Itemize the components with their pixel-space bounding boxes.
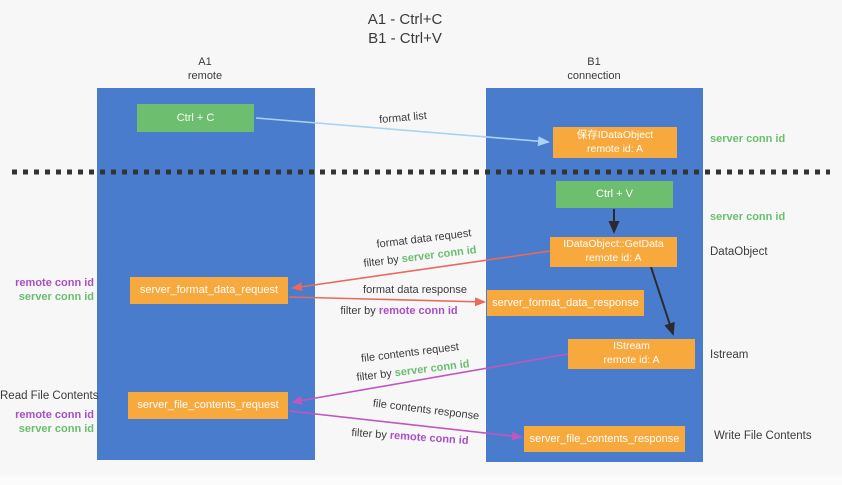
diagram-title: A1 - Ctrl+C B1 - Ctrl+V [368,10,443,48]
annotation-server-conn-id-left-1: server conn id [18,291,94,303]
node-ctrl-c-label: Ctrl + C [176,111,215,124]
edge-label-format-data-response: format data response [363,284,467,296]
node-istream-line1: IStream [613,340,650,353]
filter-key-remote-conn-id: remote conn id [378,305,458,317]
node-server-file-contents-request: server_file_contents_request [128,392,288,419]
arrow-format-data-response [288,296,486,307]
lane-a1-title: A1 [198,56,212,68]
node-ctrl-v: Ctrl + V [556,181,673,208]
node-server-file-contents-response: server_file_contents_response [524,426,685,452]
lane-b1-title: B1 [587,56,601,68]
title-line-2: B1 - Ctrl+V [368,30,442,47]
annotation-server-conn-id-left-2: server conn id [18,423,94,435]
arrow-format-list [255,117,550,147]
node-ctrl-c: Ctrl + C [137,104,254,132]
filter-prefix: filter by [340,305,376,317]
node-istream-line2: remote id: A [603,354,660,366]
annotation-write-file-contents: Write File Contents [714,430,812,442]
node-server-format-data-request: server_format_data_request [130,277,288,304]
lane-b1-subtitle: connection [567,70,621,82]
node-save-idataobject-line2: remote id: A [586,142,644,155]
arrow-getdata-to-istream [650,266,675,336]
node-server-file-contents-response-label: server_file_contents_response [529,432,680,445]
annotation-server-conn-id-right-2: server conn id [710,211,786,223]
arrow-file-contents-request [291,353,569,405]
node-save-idataobject: 保存IDataObject remote id: A [553,127,677,158]
annotation-dataobject: DataObject [710,246,768,258]
node-idataobject-getdata: IDataObject::GetData remote id: A [550,237,677,267]
lane-a1-subtitle: remote [187,70,223,82]
node-server-format-data-response-label: server_format_data_response [492,296,639,309]
annotation-server-conn-id-right-1: server conn id [710,133,786,145]
lane-header-a1: A1 remote [188,55,222,83]
node-istream: IStream remote id: A [568,339,695,369]
arrow-file-contents-response [288,410,523,441]
filter-prefix: filter by [351,426,388,442]
annotation-istream: Istream [710,349,749,361]
arrow-format-data-request [291,250,551,292]
node-server-format-data-request-label: server_format_data_request [139,284,279,297]
annotation-remote-conn-id-1: remote conn id [15,277,94,289]
annotation-read-file-contents: Read File Contents [0,390,99,402]
title-line-1: A1 - Ctrl+C [367,11,443,28]
annotation-remote-conn-id-2: remote conn id [15,409,94,421]
node-idataobject-getdata-line1: IDataObject::GetData [563,238,664,251]
node-ctrl-v-label: Ctrl + V [596,188,633,201]
node-save-idataobject-line1: 保存IDataObject [576,128,654,141]
node-server-file-contents-request-label: server_file_contents_request [137,399,279,412]
node-server-format-data-response: server_format_data_response [487,290,644,316]
node-idataobject-getdata-line2: remote id: A [585,252,642,264]
lane-header-b1: B1 connection [567,55,620,83]
